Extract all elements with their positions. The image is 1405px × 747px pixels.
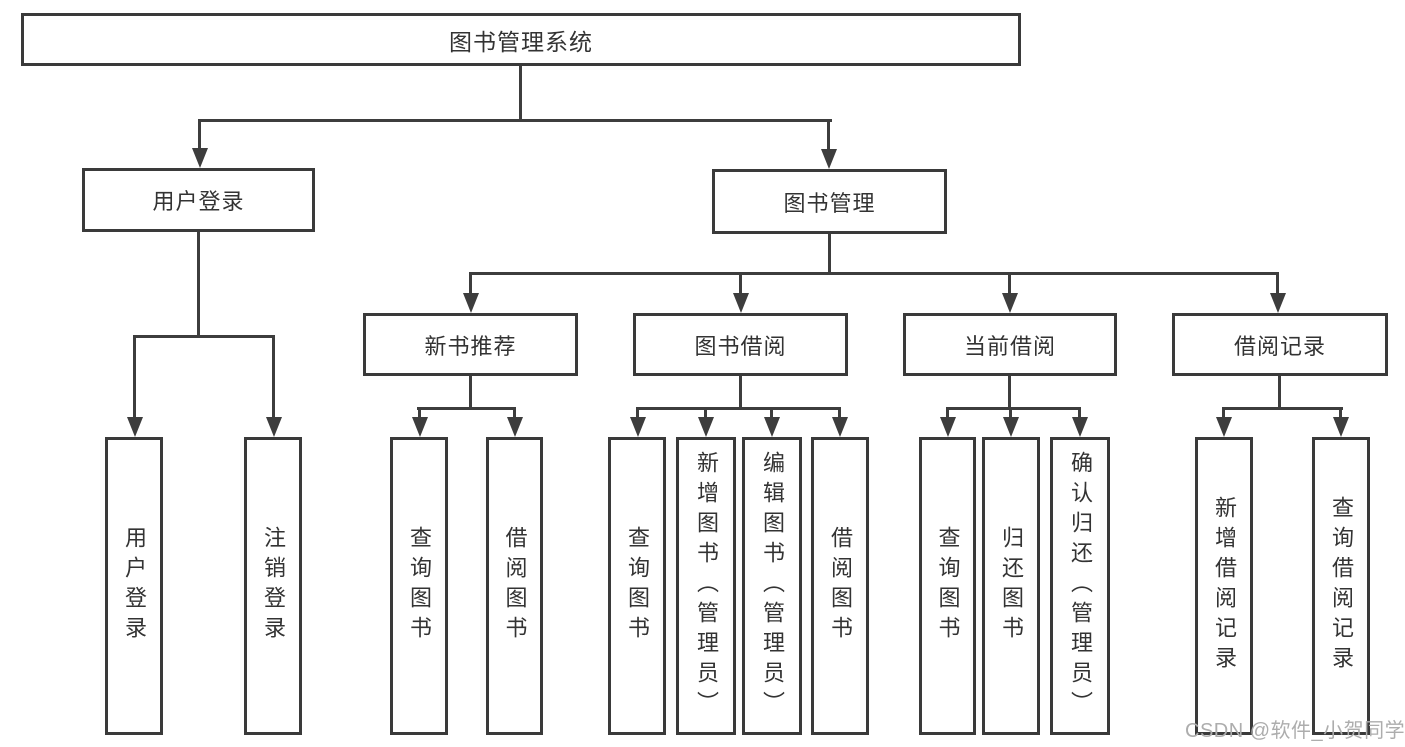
connector-arrow: [411, 407, 428, 437]
node-current-borrow: 当前借阅: [903, 313, 1117, 376]
connector-arrow-user-login: [191, 119, 208, 168]
connector-arrow-leaf-user-login: [126, 335, 143, 437]
connector-arrow: [1002, 407, 1019, 437]
node-borrow-records: 借阅记录: [1172, 313, 1388, 376]
arrowhead-icon: [831, 417, 848, 437]
arrowhead-icon: [1215, 417, 1232, 437]
connector-user-login-stem: [197, 232, 200, 338]
watermark: CSDN @软件_小贺同学: [1185, 720, 1405, 742]
node-book-borrow: 图书借阅: [633, 313, 848, 376]
connector-user-login-bar: [133, 335, 275, 338]
leaf-user-login: 用户登录: [105, 437, 163, 735]
leaf-query-books-borrow: 查询图书: [608, 437, 666, 735]
arrowhead-icon: [462, 293, 479, 313]
connector-arrow: [1071, 407, 1088, 437]
connector-arrow: [506, 407, 523, 437]
connector-current-borrow-stem: [1008, 376, 1011, 410]
leaf-add-book-admin: 新增图书（管理员）: [676, 437, 736, 735]
arrowhead-icon: [697, 417, 714, 437]
connector-book-borrow-bar: [636, 407, 841, 410]
arrowhead-icon: [265, 417, 282, 437]
leaf-add-borrow-record: 新增借阅记录: [1195, 437, 1253, 735]
connector-arrow-borrow-records: [1269, 272, 1286, 313]
connector-arrow: [763, 407, 780, 437]
arrowhead-icon: [506, 417, 523, 437]
arrowhead-icon: [763, 417, 780, 437]
leaf-query-borrow-record: 查询借阅记录: [1312, 437, 1370, 735]
arrowhead-icon: [820, 149, 837, 169]
connector-arrow-book-borrow: [732, 272, 749, 313]
connector-book-mgmt-stem: [828, 234, 831, 275]
arrowhead-icon: [1001, 293, 1018, 313]
connector-arrow-book-management: [820, 119, 837, 169]
leaf-query-books-recommend: 查询图书: [390, 437, 448, 735]
connector-arrow: [629, 407, 646, 437]
connector-book-borrow-stem: [739, 376, 742, 410]
leaf-edit-book-admin: 编辑图书（管理员）: [742, 437, 802, 735]
arrowhead-icon: [191, 148, 208, 168]
arrowhead-icon: [1269, 293, 1286, 313]
connector-arrow-leaf-logout: [265, 335, 282, 437]
arrowhead-icon: [732, 293, 749, 313]
leaf-return-book: 归还图书: [982, 437, 1040, 735]
connector-book-mgmt-bar: [469, 272, 1279, 275]
connector-arrow: [1332, 407, 1349, 437]
connector-arrow: [697, 407, 714, 437]
connector-new-book-stem: [469, 376, 472, 410]
connector-borrow-records-stem: [1278, 376, 1281, 410]
leaf-query-books-current: 查询图书: [919, 437, 976, 735]
connector-current-borrow-bar: [946, 407, 1081, 410]
node-user-login: 用户登录: [82, 168, 315, 232]
leaf-borrow-books: 借阅图书: [811, 437, 869, 735]
leaf-logout: 注销登录: [244, 437, 302, 735]
node-library-system: 图书管理系统: [21, 13, 1021, 66]
arrowhead-icon: [1071, 417, 1088, 437]
arrowhead-icon: [411, 417, 428, 437]
connector-arrow: [939, 407, 956, 437]
connector-arrow: [831, 407, 848, 437]
arrowhead-icon: [629, 417, 646, 437]
connector-new-book-bar: [417, 407, 516, 410]
connector-arrow-new-book: [462, 272, 479, 313]
connector-root-stem: [519, 64, 522, 122]
leaf-borrow-books-recommend: 借阅图书: [486, 437, 543, 735]
arrowhead-icon: [1002, 417, 1019, 437]
connector-arrow: [1215, 407, 1232, 437]
arrowhead-icon: [1332, 417, 1349, 437]
connector-borrow-records-bar: [1222, 407, 1343, 410]
connector-arrow-current-borrow: [1001, 272, 1018, 313]
node-new-book-recommend: 新书推荐: [363, 313, 578, 376]
node-book-management: 图书管理: [712, 169, 947, 234]
arrowhead-icon: [939, 417, 956, 437]
leaf-confirm-return-admin: 确认归还（管理员）: [1050, 437, 1110, 735]
connector-root-bar: [198, 119, 832, 122]
arrowhead-icon: [126, 417, 143, 437]
